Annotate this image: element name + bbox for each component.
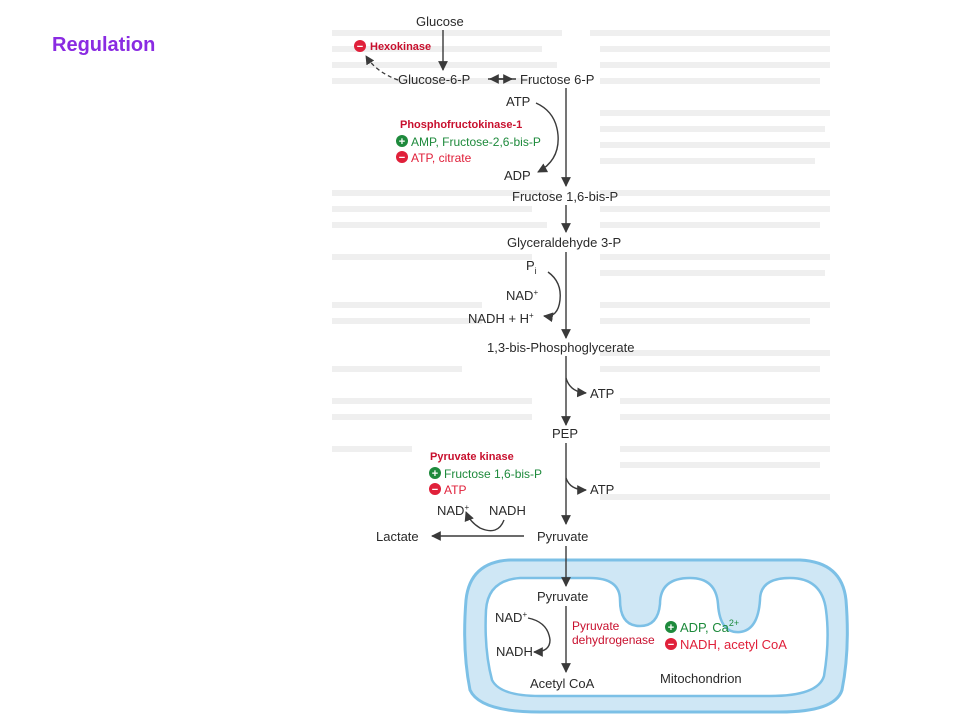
metabolite-pep: PEP (552, 426, 578, 441)
pdh-regulation: Pyruvate dehydrogenase + ADP, Ca2+ − NAD… (572, 618, 787, 652)
cofactor-atp-out-1: ATP (590, 386, 614, 401)
svg-text:−: − (357, 41, 363, 53)
mitochondrion-label: Mitochondrion (660, 671, 742, 686)
inhibitor-minus-icon (354, 40, 366, 52)
cofactor-mito-nad: NAD+ (495, 610, 527, 625)
cofactor-adp-out: ADP (504, 168, 531, 183)
activator-plus-icon (665, 621, 677, 633)
metabolite-fructose-6-p: Fructose 6-P (520, 72, 594, 87)
metabolite-glyceraldehyde-3-p: Glyceraldehyde 3-P (507, 235, 621, 250)
enzyme-pdh-line2: dehydrogenase (572, 633, 655, 647)
cofactor-lactate-nadh: NADH (489, 503, 526, 518)
metabolite-glucose: Glucose (416, 14, 464, 29)
enzyme-hexokinase: Hexokinase (370, 41, 431, 53)
cofactor-mito-nadh: NADH (496, 644, 533, 659)
svg-text:−: − (432, 484, 438, 496)
cofactor-nadh-out: NADH + H+ (468, 311, 534, 326)
cofactor-pi: Pi (526, 258, 537, 276)
svg-text:+: + (399, 136, 405, 148)
pfk1-inhibitors: ATP, citrate (411, 151, 472, 165)
svg-text:−: − (399, 152, 405, 164)
inhibitor-minus-icon (429, 483, 441, 495)
metabolite-glucose-6-p: Glucose-6-P (398, 72, 470, 87)
hexokinase-regulation: − Hexokinase (354, 40, 431, 53)
pdh-inhibitors: NADH, acetyl CoA (680, 637, 787, 652)
inhibitor-minus-icon (396, 151, 408, 163)
cofactor-nad-in: NAD+ (506, 288, 538, 303)
pdh-activators: ADP, Ca2+ (680, 618, 739, 635)
pyruvate-kinase-regulation: Pyruvate kinase + Fructose 1,6-bis-P − A… (429, 451, 542, 497)
enzyme-pdh-line1: Pyruvate (572, 619, 620, 633)
cofactor-atp-in: ATP (506, 94, 530, 109)
activator-plus-icon (396, 135, 408, 147)
pathway-arrows (365, 30, 587, 673)
svg-text:+: + (432, 468, 438, 480)
inhibitor-minus-icon (665, 638, 677, 650)
pyruvate-kinase-activators: Fructose 1,6-bis-P (444, 467, 542, 481)
activator-plus-icon (429, 467, 441, 479)
background-text-texture (332, 30, 830, 500)
svg-text:+: + (668, 622, 674, 634)
pyruvate-kinase-inhibitors: ATP (444, 483, 466, 497)
metabolite-lactate: Lactate (376, 529, 419, 544)
slide-title: Regulation (52, 34, 156, 56)
metabolite-pyruvate: Pyruvate (537, 529, 588, 544)
cofactor-lactate-nad: NAD+ (437, 503, 469, 518)
metabolite-1-3-bisphosphoglycerate: 1,3-bis-Phosphoglycerate (487, 340, 634, 355)
enzyme-pyruvate-kinase: Pyruvate kinase (430, 451, 514, 463)
pfk1-regulation: Phosphofructokinase-1 + AMP, Fructose-2,… (396, 119, 541, 165)
cofactor-atp-out-2: ATP (590, 482, 614, 497)
enzyme-pfk1: Phosphofructokinase-1 (400, 119, 522, 131)
pfk1-activators: AMP, Fructose-2,6-bis-P (411, 135, 541, 149)
mitochondrion (463, 558, 849, 714)
svg-text:−: − (668, 639, 674, 651)
metabolite-fructose-1-6-bis-p: Fructose 1,6-bis-P (512, 189, 618, 204)
metabolite-mito-pyruvate: Pyruvate (537, 589, 588, 604)
metabolite-acetyl-coa: Acetyl CoA (530, 676, 595, 691)
